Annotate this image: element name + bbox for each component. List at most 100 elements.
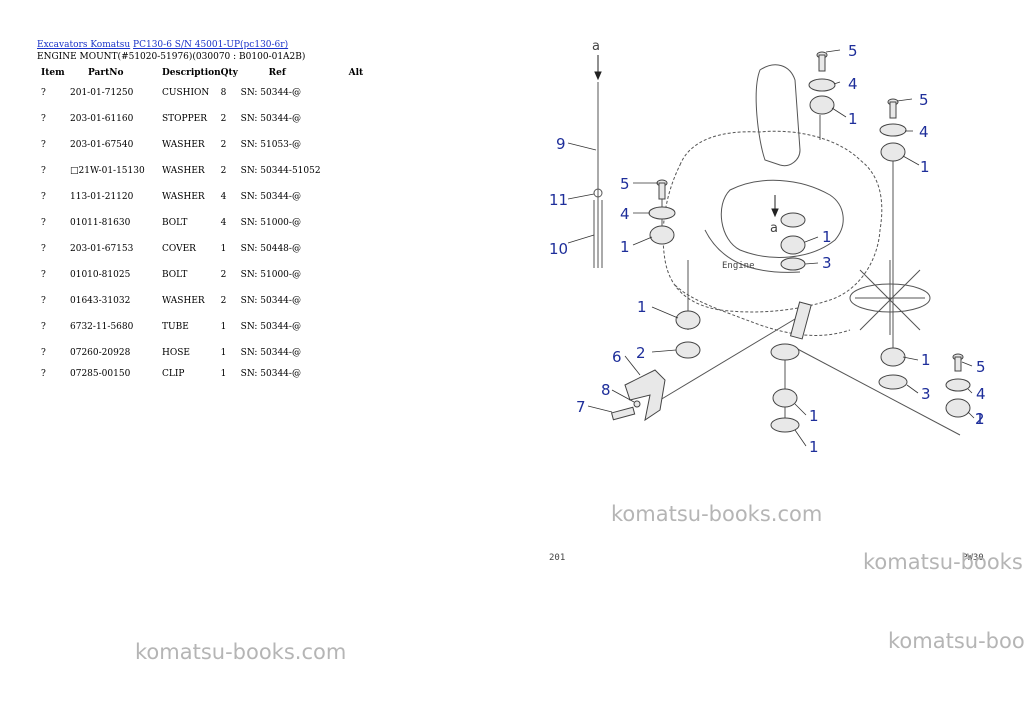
cell-ref: SN: 50344-@	[240, 296, 301, 306]
callout-10: 10	[549, 240, 568, 258]
table-row: ? 203-01-67153 COVER 1 SN: 50448-@	[37, 236, 379, 262]
cell-description: CLIP	[162, 369, 185, 379]
breadcrumb: Excavators Komatsu PC130-6 S/N 45001-UP(…	[37, 40, 288, 50]
cell-ref: SN: 50344-@	[240, 322, 301, 332]
cell-ref: SN: 50448-@	[240, 244, 301, 254]
table-row: ? 203-01-61160 STOPPER 2 SN: 50344-@	[37, 106, 379, 132]
cell-ref: SN: 51000-@	[240, 218, 301, 228]
callout-1: 1	[920, 158, 930, 176]
page-code: PW30	[962, 553, 984, 563]
callout-1: 1	[637, 298, 647, 316]
callout-1: 1	[809, 407, 819, 425]
cell-qty: 2	[220, 296, 227, 306]
cell-partno: 203-01-67540	[70, 140, 134, 150]
callout-1-right: 1	[975, 410, 985, 428]
callout-3: 3	[921, 385, 931, 403]
cell-description: STOPPER	[162, 114, 208, 124]
cell-description: WASHER	[162, 140, 205, 150]
callout-a-top: a	[592, 39, 600, 54]
cell-ref: SN: 51000-@	[240, 270, 301, 280]
cell-description: COVER	[162, 244, 196, 254]
cell-qty: 2	[220, 270, 227, 280]
cell-partno: 113-01-21120	[70, 192, 134, 202]
cell-description: WASHER	[162, 296, 205, 306]
cell-item: ?	[41, 348, 46, 358]
col-item-header: Item	[41, 68, 65, 78]
cell-description: BOLT	[162, 270, 188, 280]
page-subtitle: ENGINE MOUNT(#51020-51976)(030070 : B010…	[37, 52, 306, 62]
watermark: komatsu-boo	[888, 629, 1024, 653]
callout-5: 5	[919, 91, 929, 109]
callout-5: 5	[848, 42, 858, 60]
cell-alt	[349, 314, 379, 340]
cell-item: ?	[41, 192, 46, 202]
cell-item: ?	[41, 218, 46, 228]
cell-partno: 201-01-71250	[70, 88, 134, 98]
callout-5: 5	[976, 358, 986, 376]
cell-item: ?	[41, 166, 46, 176]
callout-1: 1	[620, 238, 630, 256]
breadcrumb-link-excavators[interactable]: Excavators Komatsu	[37, 40, 131, 50]
cell-partno: 6732-11-5680	[70, 322, 134, 332]
col-qty-header: Qty	[220, 68, 238, 78]
cell-qty: 4	[220, 192, 227, 202]
callout-4: 4	[620, 205, 630, 223]
cell-alt	[349, 80, 379, 106]
cell-partno: 07285-00150	[70, 369, 131, 379]
parts-table-header: Item PartNo Description Qty Ref Alt	[37, 66, 379, 80]
callout-1: 1	[822, 228, 832, 246]
callout-7: 7	[576, 398, 586, 416]
cell-partno: 203-01-67153	[70, 244, 134, 254]
diagram-callouts: a 9 11 10 5 4 1 5 4 1 5 4 1 a 1 3 1 2 6 …	[549, 39, 986, 456]
cell-description: TUBE	[162, 322, 189, 332]
cell-item: ?	[41, 88, 46, 98]
col-ref-header: Ref	[268, 68, 286, 78]
callout-5: 5	[620, 175, 630, 193]
cell-description: CUSHION	[162, 88, 210, 98]
cell-item: ?	[41, 322, 46, 332]
engine-mount-diagram: Engine a 9 1 1 10	[549, 39, 986, 456]
callout-8: 8	[601, 381, 611, 399]
cell-partno: 07260-20928	[70, 348, 131, 358]
cell-qty: 2	[220, 114, 227, 124]
cell-item: ?	[41, 114, 46, 124]
page-number: 201	[549, 553, 566, 563]
cell-ref: SN: 51053-@	[240, 140, 301, 150]
callout-9: 9	[556, 135, 566, 153]
cell-ref: SN: 50344-@	[240, 114, 301, 124]
col-description-header: Description	[162, 68, 221, 78]
breadcrumb-link-model[interactable]: PC130-6 S/N 45001-UP(pc130-6r)	[133, 40, 289, 50]
cell-partno: □21W-01-15130	[70, 166, 145, 176]
cell-partno: 01010-81025	[70, 270, 131, 280]
cell-item: ?	[41, 244, 46, 254]
cell-partno: 203-01-61160	[70, 114, 134, 124]
cell-qty: 1	[220, 244, 227, 254]
watermark: komatsu-books.com	[611, 502, 823, 526]
cell-item: ?	[41, 369, 46, 379]
cell-item: ?	[41, 296, 46, 306]
engine-label: Engine	[722, 261, 755, 271]
callout-6: 6	[612, 348, 622, 366]
parts-table: Item PartNo Description Qty Ref Alt ?201…	[37, 66, 379, 382]
cell-description: WASHER	[162, 192, 205, 202]
cell-alt	[349, 262, 379, 288]
cell-qty: 2	[220, 166, 227, 176]
cell-alt	[349, 132, 379, 158]
cell-item: ?	[41, 140, 46, 150]
callout-1: 2	[975, 410, 985, 428]
callout-3: 3	[822, 254, 832, 272]
cell-description: HOSE	[162, 348, 190, 358]
callout-2: 2	[636, 344, 646, 362]
watermark: komatsu-books	[863, 550, 1023, 574]
callout-4: 4	[976, 385, 986, 403]
cell-alt	[349, 366, 379, 382]
callout-1: 1	[848, 110, 858, 128]
callout-1: 1	[921, 351, 931, 369]
cell-partno: 01011-81630	[70, 218, 131, 228]
cell-ref: SN: 50344-@	[240, 369, 301, 379]
